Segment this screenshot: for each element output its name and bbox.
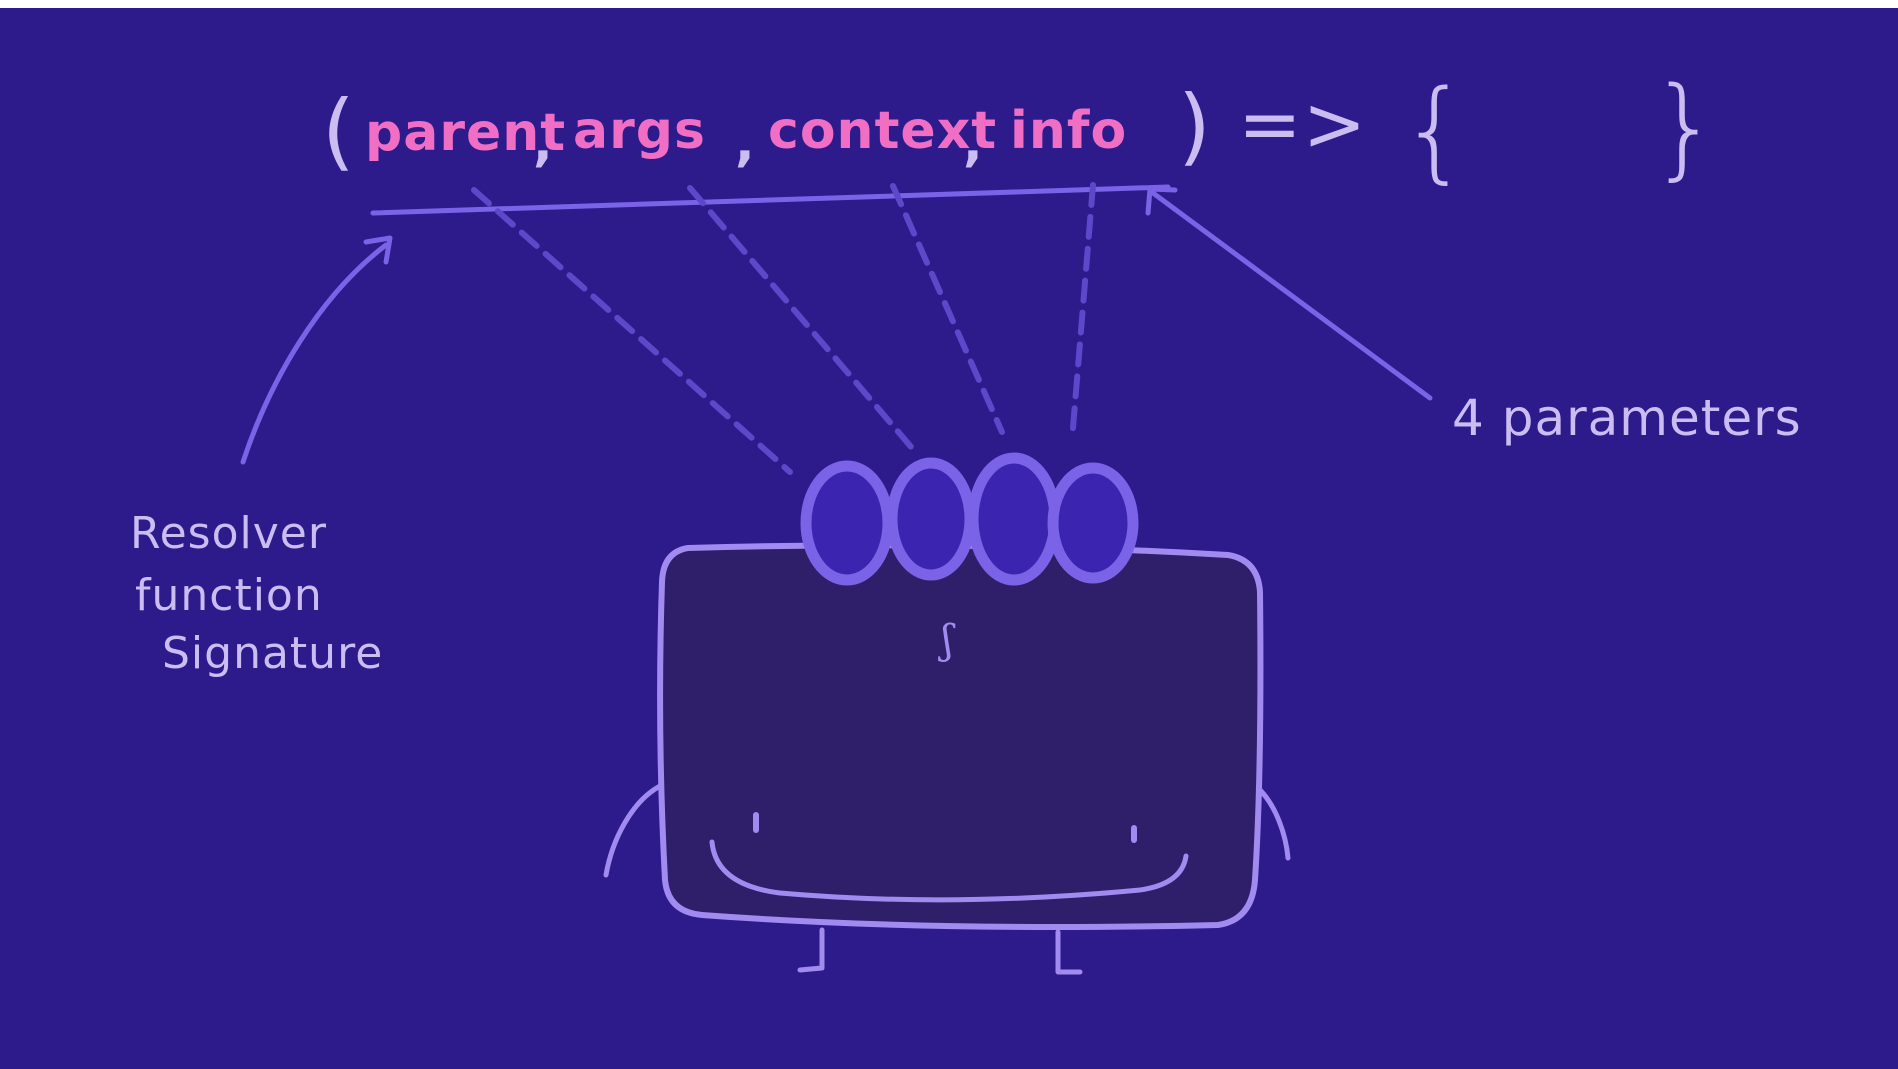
- eye-3: [973, 458, 1055, 580]
- left-label-line-2: function: [135, 570, 323, 621]
- eye-4: [1053, 468, 1133, 578]
- close-paren: ): [1178, 77, 1212, 175]
- open-brace: {: [1400, 66, 1471, 194]
- separator-2: ,: [735, 113, 756, 173]
- open-paren: (: [322, 82, 356, 180]
- separator-3: ,: [963, 113, 984, 173]
- close-brace: }: [1650, 63, 1721, 191]
- eye-2: [892, 463, 970, 575]
- param-info: info: [1010, 101, 1127, 161]
- creature-body: [660, 545, 1260, 927]
- param-args: args: [573, 101, 706, 161]
- right-label: 4 parameters: [1452, 389, 1802, 447]
- left-label-line-3: Signature: [162, 628, 383, 679]
- eye-1: [806, 466, 888, 580]
- separator-1: ,: [533, 113, 554, 173]
- arrow-operator: =>: [1238, 79, 1367, 168]
- left-label-line-1: Resolver: [130, 508, 327, 559]
